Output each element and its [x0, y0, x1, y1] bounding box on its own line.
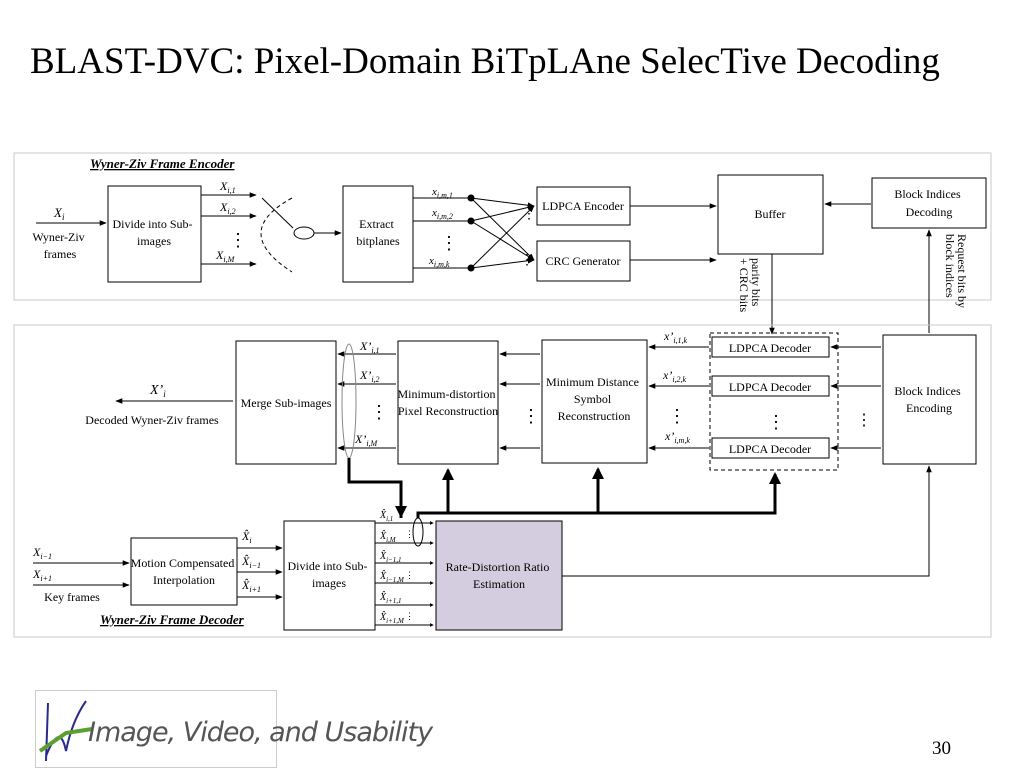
ldpca-decoder-3 — [711, 437, 830, 459]
svg-text:⋮: ⋮ — [522, 207, 536, 222]
switch-lever — [261, 197, 294, 229]
side-info-current: X̂i — [241, 529, 252, 545]
encoder-subimage-m: Xi,M — [215, 248, 236, 264]
svg-text:Divide into Sub- images: Divide into Sub- images — [113, 217, 196, 248]
reconstructed-2: X’i,2 — [359, 368, 380, 384]
decoder-heading: Wyner-Ziv Frame Decoder — [100, 612, 245, 627]
svg-text:LDPCA Encoder: LDPCA Encoder — [542, 199, 624, 213]
key-frames-label: Key frames — [44, 590, 100, 604]
rate-distortion-block — [435, 520, 563, 631]
svg-text:⋮: ⋮ — [767, 412, 785, 432]
svg-text:Buffer: Buffer — [754, 207, 785, 221]
svg-text:Minimum Distance Symbol: Minimum Distance Symbol Reconstruction — [546, 375, 642, 423]
bitplane-k: xi,m,k — [428, 255, 450, 269]
svg-text:LDPCA Decoder: LDPCA Decoder — [729, 442, 811, 456]
svg-text:LDPCA Decoder: LDPCA Decoder — [729, 341, 811, 355]
page-number: 30 — [932, 738, 951, 759]
switch-node — [293, 226, 315, 240]
decoded-bitplane-2: x’i,2,k — [662, 368, 687, 384]
svg-text:LDPCA Decoder: LDPCA Decoder — [729, 380, 811, 394]
logo-mark-icon — [38, 700, 93, 762]
logo-text: Image, Video, and Usability — [88, 717, 433, 748]
motion-interpolation-block — [130, 537, 238, 606]
reconstructed-1: X’i,1 — [359, 339, 380, 355]
svg-text:⋮: ⋮ — [405, 611, 414, 621]
ivu-logo: Image, Video, and Usability — [35, 690, 433, 768]
encoder-panel — [13, 152, 992, 301]
svg-text:Rate-Distortion Ratio Esti: Rate-Distortion Ratio Estimation — [446, 560, 553, 591]
svg-text:Block Indices Decoding: Block Indices Decoding — [894, 187, 963, 219]
parity-bits-label: parity bits + CRC bits — [737, 258, 763, 312]
ldpca-decoder-2 — [711, 375, 830, 397]
decoded-bitplane-1: x’i,1,k — [663, 329, 688, 345]
encoder-subimage-1: Xi,1 — [219, 179, 236, 195]
side-info-prev: X̂i−1 — [241, 554, 261, 570]
side-info-sub-3: X̂i−1,1 — [379, 549, 402, 564]
block-indices-encoding-block — [882, 334, 977, 465]
merge-subimages-block — [235, 340, 337, 465]
min-distance-block — [541, 339, 648, 464]
crc-generator-block — [536, 240, 631, 282]
thick-feedback-lines — [347, 458, 777, 518]
block-indices-decoding-block — [871, 177, 987, 229]
side-info-sub-2: X̂i,M — [379, 529, 397, 544]
ldpca-encoder-block — [536, 186, 631, 226]
svg-text:Motion Compensated Interpo: Motion Compensated Interpolation — [131, 556, 238, 587]
svg-text:Extract bitplanes: Extract bitplanes — [356, 217, 400, 248]
svg-text:⋮: ⋮ — [520, 253, 534, 268]
decoder-output-label: Decoded Wyner-Ziv frames — [85, 413, 219, 427]
key-frame-next: Xi+1 — [32, 567, 52, 583]
extract-bitplanes-block — [342, 185, 414, 283]
svg-text:Divide into Sub- images: Divide into Sub- images — [288, 559, 371, 590]
ldpca-decoder-1 — [711, 336, 830, 358]
svg-text:Merge Sub-images: Merge Sub-images — [241, 396, 332, 410]
side-info-sub-1: X̂i,1 — [379, 508, 393, 523]
svg-text:⋮: ⋮ — [522, 406, 540, 426]
min-distortion-block — [397, 340, 499, 465]
request-bits-label: Request bits by block indices — [943, 234, 969, 311]
bitplane-2: xi,m,2 — [431, 207, 453, 221]
side-info-sub-6: X̂i+1,M — [379, 610, 405, 625]
reconstructed-group-ellipse — [341, 343, 357, 459]
key-frame-prev: Xi−1 — [32, 545, 52, 561]
ldpca-decoder-group — [709, 332, 839, 471]
svg-text:⋮: ⋮ — [440, 233, 458, 253]
encoder-input-label: Wyner-Ziv frames — [32, 230, 87, 261]
side-info-sub-5: X̂i+1,1 — [379, 590, 402, 605]
svg-text:⋮: ⋮ — [370, 402, 388, 422]
switch-arc — [260, 197, 293, 273]
svg-text:Minimum-distortion Pixel R: Minimum-distortion Pixel Reconstruction — [397, 387, 498, 418]
divide-block-encoder — [107, 185, 202, 283]
side-info-next: X̂i+1 — [241, 578, 261, 594]
side-info-group-ellipse — [412, 517, 424, 547]
reconstructed-m: X’i,M — [354, 432, 379, 448]
svg-text:⋮: ⋮ — [405, 529, 414, 539]
divide-block-decoder — [283, 520, 376, 631]
svg-text:CRC Generator: CRC Generator — [546, 254, 621, 268]
buffer-block — [717, 174, 824, 255]
decoder-panel — [13, 324, 992, 638]
encoder-heading: Wyner-Ziv Frame Encoder — [90, 156, 235, 171]
svg-text:⋮: ⋮ — [405, 570, 414, 580]
side-info-sub-4: X̂i−1,M — [379, 569, 405, 584]
encoder-subimage-2: Xi,2 — [219, 200, 236, 216]
thick-arrowheads — [395, 467, 781, 518]
bitplane-1: xi,m,1 — [431, 186, 453, 200]
svg-text:⋮: ⋮ — [668, 406, 686, 426]
decoded-bitplane-m: x’i,m,k — [664, 429, 690, 445]
encoder-dots-1: ⋮ — [229, 230, 247, 250]
encoder-input-symbol: Xi — [53, 205, 65, 222]
slide-title: BLAST-DVC: Pixel-Domain BiTpLAne SelecTi… — [30, 41, 940, 82]
decoder-output-symbol: X’i — [149, 383, 166, 399]
svg-text:⋮: ⋮ — [856, 412, 872, 429]
svg-text:Block Indices Encoding: Block Indices Encoding — [894, 384, 963, 415]
